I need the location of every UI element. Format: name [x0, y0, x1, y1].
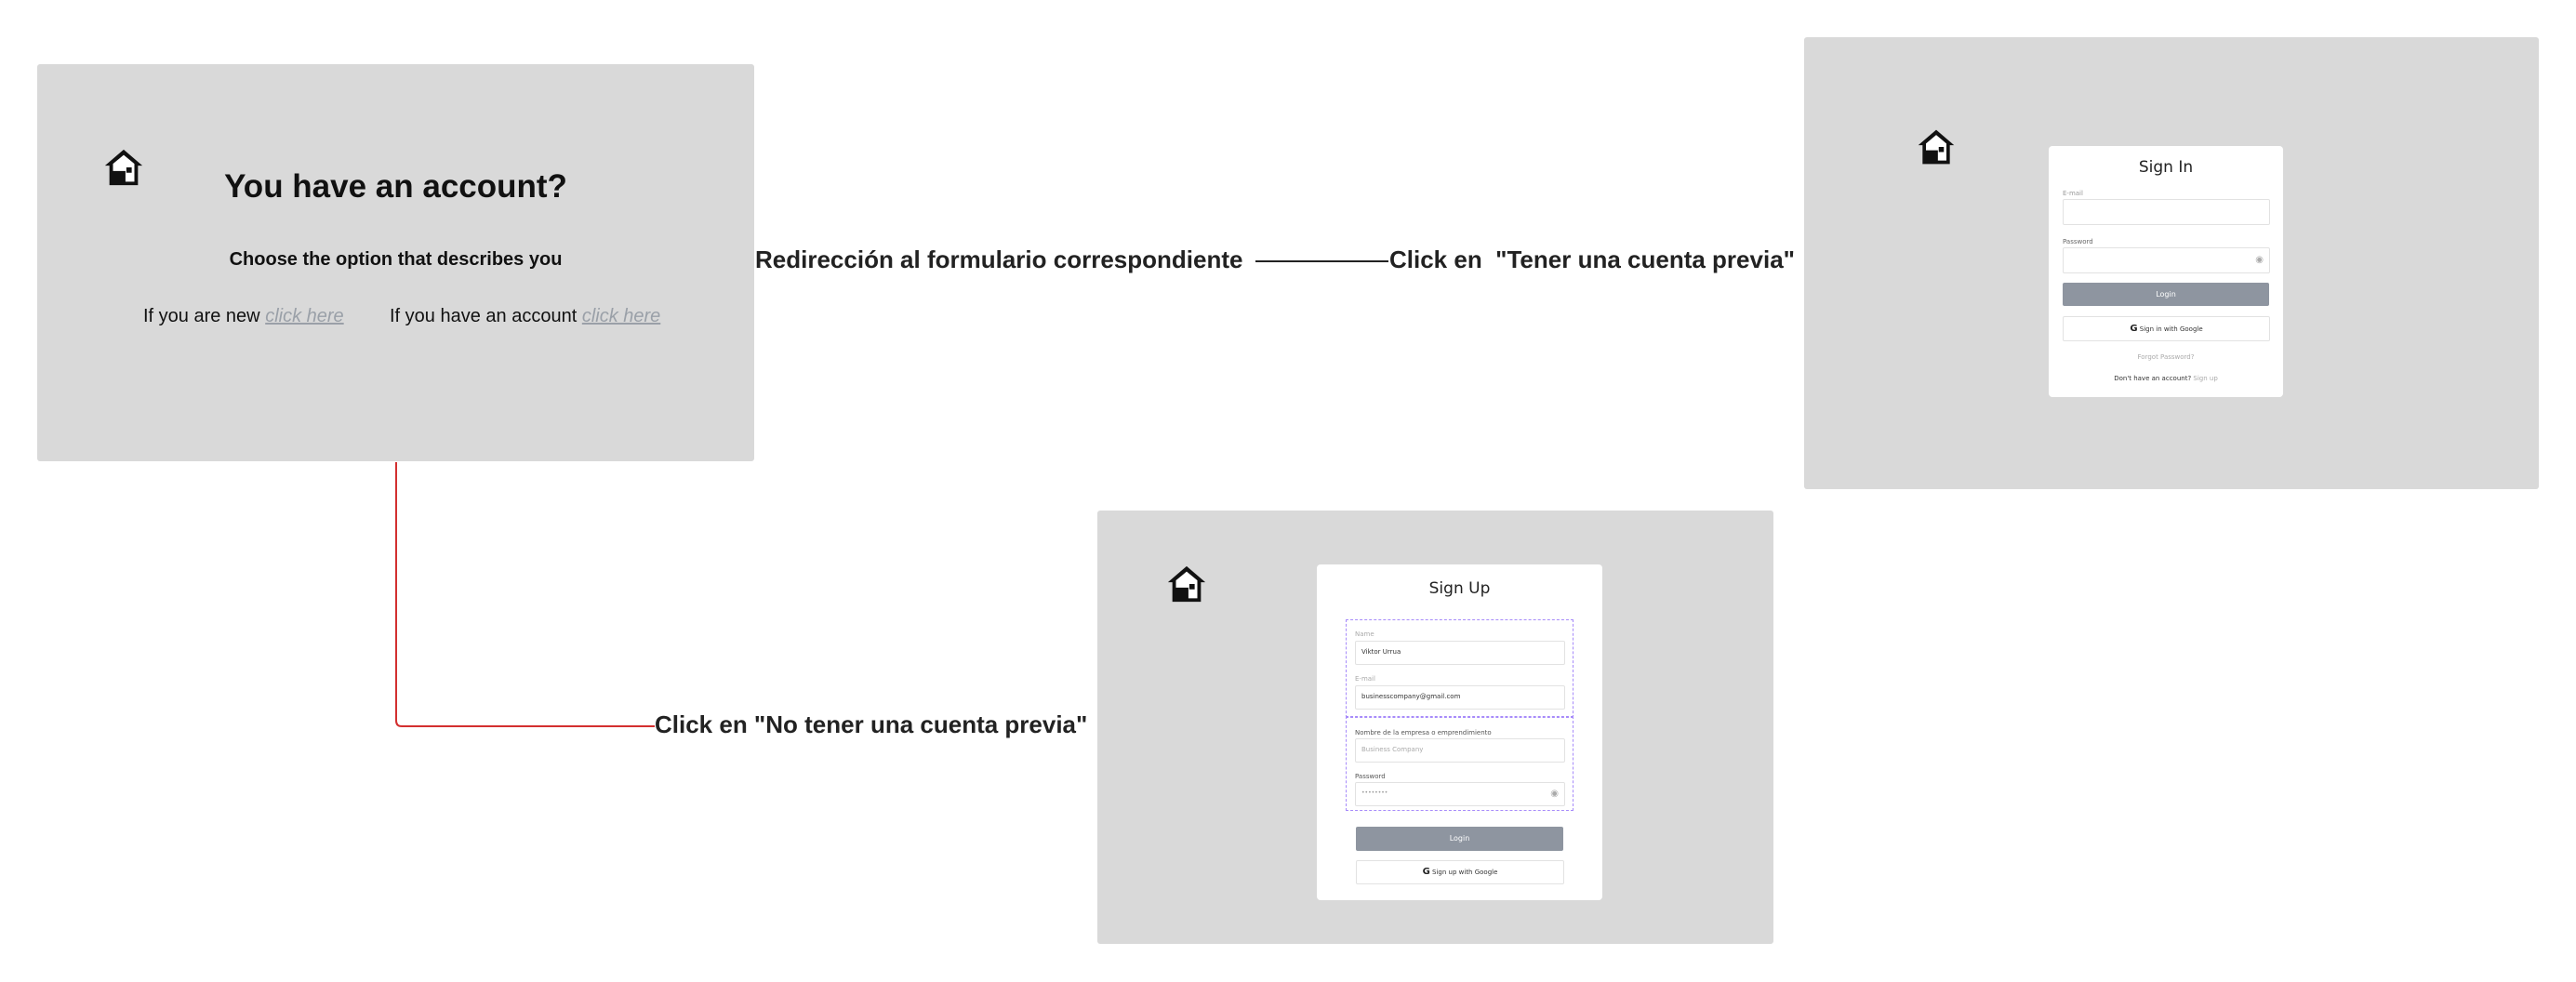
sign-up-card: Sign Up Name Viktor Urrua E-mail busines… — [1317, 564, 1602, 900]
redirect-label: Redirección al formulario correspondient… — [755, 246, 1243, 273]
required-fields-group — [1346, 619, 1573, 718]
existing-user-text: If you have an account — [390, 306, 578, 326]
google-sign-up-label: Sign up with Google — [1432, 869, 1498, 876]
new-user-option: If you are new click here — [143, 306, 344, 327]
sign-up-screen: Sign Up Name Viktor Urrua E-mail busines… — [1097, 511, 1773, 944]
connector-line-no-account — [395, 462, 655, 727]
login-button[interactable]: Login — [1356, 827, 1563, 851]
new-user-text: If you are new — [143, 306, 260, 326]
home-icon[interactable] — [102, 146, 145, 189]
choose-title: You have an account? — [224, 168, 567, 205]
password-label: Password — [2063, 238, 2093, 246]
existing-user-option: If you have an account click here — [390, 306, 660, 327]
sign-in-title: Sign In — [2138, 158, 2194, 177]
eye-icon[interactable]: ◉ — [2255, 255, 2264, 265]
sign-up-link[interactable]: Sign up — [2193, 375, 2218, 382]
home-icon[interactable] — [1165, 563, 1208, 605]
google-sign-in-label: Sign in with Google — [2139, 325, 2203, 333]
name-field[interactable]: Viktor Urrua — [1355, 641, 1565, 665]
eye-icon[interactable]: ◉ — [1550, 789, 1559, 799]
company-field[interactable]: Business Company — [1355, 738, 1565, 763]
sign-in-screen: Sign In E-mail Password ◉ Login G Sign i… — [1804, 37, 2539, 489]
no-account-row: Don't have an account? Sign up — [2049, 375, 2283, 382]
password-field[interactable]: ◉ — [2063, 247, 2270, 273]
login-button[interactable]: Login — [2063, 283, 2269, 306]
password-value: •••••••• — [1361, 790, 1388, 796]
google-icon: G — [1422, 867, 1430, 877]
google-sign-in-button[interactable]: G Sign in with Google — [2063, 316, 2270, 341]
existing-user-link[interactable]: click here — [581, 306, 661, 326]
email-label: E-mail — [1355, 675, 1375, 683]
email-value: businesscompany@gmail.com — [1361, 693, 1461, 700]
sign-in-card: Sign In E-mail Password ◉ Login G Sign i… — [2049, 146, 2283, 397]
company-placeholder: Business Company — [1361, 746, 1424, 753]
no-account-label: Click en "No tener una cuenta previa" — [655, 710, 1088, 738]
no-account-text: Don't have an account? — [2114, 375, 2192, 382]
google-sign-up-button[interactable]: G Sign up with Google — [1356, 860, 1564, 884]
choose-account-screen: You have an account? Choose the option t… — [37, 64, 754, 461]
email-field[interactable]: businesscompany@gmail.com — [1355, 685, 1565, 710]
password-label: Password — [1355, 773, 1386, 780]
google-icon: G — [2130, 324, 2138, 334]
email-label: E-mail — [2063, 190, 2083, 197]
has-account-label: Click en "Tener una cuenta previa" — [1389, 246, 1795, 273]
optional-fields-group — [1346, 716, 1573, 811]
password-field[interactable]: •••••••• ◉ — [1355, 782, 1565, 806]
email-field[interactable] — [2063, 199, 2270, 225]
home-icon[interactable] — [1916, 126, 1957, 167]
forgot-password-link[interactable]: Forgot Password? — [2137, 353, 2195, 361]
name-label: Name — [1355, 630, 1374, 638]
name-value: Viktor Urrua — [1361, 648, 1401, 656]
sign-up-title: Sign Up — [1428, 579, 1491, 598]
choose-subtitle: Choose the option that describes you — [229, 249, 563, 270]
company-label: Nombre de la empresa o emprendimiento — [1355, 729, 1492, 736]
new-user-link[interactable]: click here — [265, 306, 344, 326]
